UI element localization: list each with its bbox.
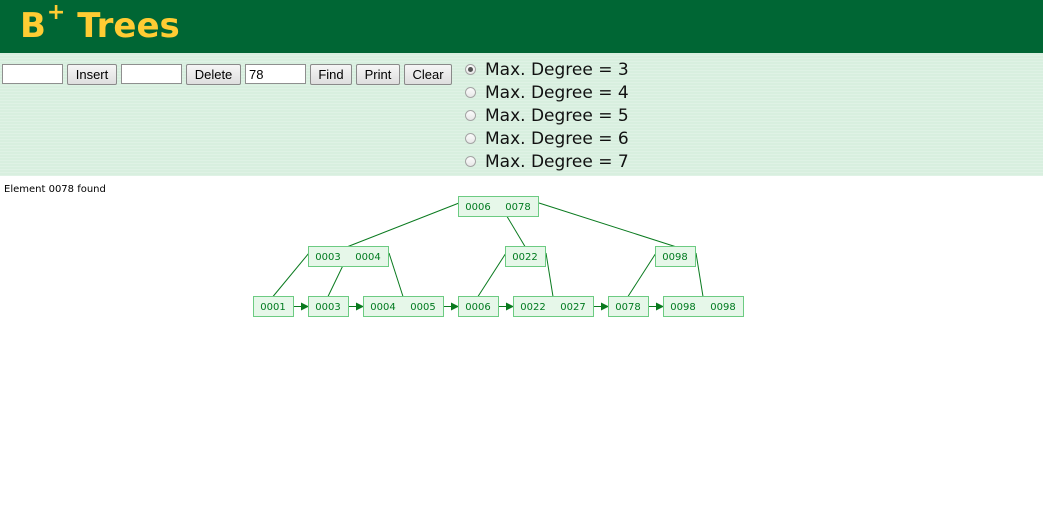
- tree-edge: [388, 252, 404, 297]
- degree-option-label: Max. Degree = 4: [485, 82, 629, 103]
- tree-node: 0006: [458, 296, 499, 317]
- tree-node: 0003 0004: [308, 246, 389, 267]
- title-rest: Trees: [65, 6, 180, 46]
- node-box: [608, 296, 649, 317]
- degree-option-5[interactable]: Max. Degree = 5: [465, 104, 629, 127]
- degree-option-3[interactable]: Max. Degree = 3: [465, 58, 629, 81]
- degree-option-4[interactable]: Max. Degree = 4: [465, 81, 629, 104]
- node-box: [655, 246, 696, 267]
- node-box: [458, 196, 539, 217]
- tree-edge: [347, 202, 460, 247]
- status-message: Element 0078 found: [4, 184, 106, 195]
- tree-node: 0022: [505, 246, 546, 267]
- degree-5-radio[interactable]: [465, 110, 476, 121]
- tree-node: 0078: [608, 296, 649, 317]
- delete-button[interactable]: Delete: [186, 64, 241, 85]
- tree-edge: [627, 252, 657, 297]
- degree-7-radio[interactable]: [465, 156, 476, 167]
- tree-node: 0098: [655, 246, 696, 267]
- node-key: 0004: [370, 302, 395, 313]
- app-header: B+ Trees: [0, 0, 1043, 53]
- node-key: 0006: [465, 302, 490, 313]
- tree-edge: [272, 252, 310, 297]
- page-title: B+ Trees: [20, 2, 180, 47]
- node-key: 0004: [355, 252, 380, 263]
- node-key: 0098: [670, 302, 695, 313]
- tree-edge: [477, 252, 507, 297]
- tree-node: 0004 0005: [363, 296, 444, 317]
- print-button[interactable]: Print: [356, 64, 400, 85]
- tree-node: 0006 0078: [458, 196, 539, 217]
- degree-option-7[interactable]: Max. Degree = 7: [465, 150, 629, 173]
- degree-6-radio[interactable]: [465, 133, 476, 144]
- degree-4-radio[interactable]: [465, 87, 476, 98]
- node-key: 0098: [710, 302, 735, 313]
- nodes-layer: 0006 0078 0003 0004 0022 0098 0001 0003 0004 0005…: [253, 196, 744, 317]
- node-box: [513, 296, 594, 317]
- insert-button[interactable]: Insert: [67, 64, 117, 85]
- node-box: [308, 246, 389, 267]
- degree-option-label: Max. Degree = 6: [485, 128, 629, 149]
- degree-option-label: Max. Degree = 7: [485, 151, 629, 172]
- node-key: 0022: [512, 252, 537, 263]
- tree-edge: [545, 252, 554, 297]
- node-box: [505, 246, 546, 267]
- tree-node: 0003: [308, 296, 349, 317]
- node-box: [363, 296, 444, 317]
- node-box: [663, 296, 744, 317]
- delete-input[interactable]: [121, 64, 182, 84]
- tree-node: 0001: [253, 296, 294, 317]
- node-key: 0078: [505, 202, 530, 213]
- find-button[interactable]: Find: [310, 64, 352, 85]
- node-key: 0005: [410, 302, 435, 313]
- degree-option-6[interactable]: Max. Degree = 6: [465, 127, 629, 150]
- tree-edge: [538, 202, 676, 247]
- degree-option-label: Max. Degree = 3: [485, 59, 629, 80]
- tree-node: 0098 0098: [663, 296, 744, 317]
- node-key: 0027: [560, 302, 585, 313]
- clear-button[interactable]: Clear: [404, 64, 452, 85]
- node-box: [458, 296, 499, 317]
- node-key: 0003: [315, 252, 340, 263]
- title-main: B: [20, 6, 46, 46]
- degree-3-radio[interactable]: [465, 64, 476, 75]
- find-input[interactable]: [245, 64, 306, 84]
- tree-node: 0022 0027: [513, 296, 594, 317]
- node-key: 0003: [315, 302, 340, 313]
- node-key: 0078: [615, 302, 640, 313]
- node-box: [253, 296, 294, 317]
- tree-edge: [695, 252, 704, 297]
- node-key: 0098: [662, 252, 687, 263]
- title-superscript: +: [46, 0, 66, 25]
- node-box: [308, 296, 349, 317]
- control-bar: Insert Delete Find Print Clear Max. Degr…: [0, 53, 1043, 176]
- insert-input[interactable]: [2, 64, 63, 84]
- node-key: 0006: [465, 202, 490, 213]
- node-key: 0022: [520, 302, 545, 313]
- node-key: 0001: [260, 302, 285, 313]
- degree-option-label: Max. Degree = 5: [485, 105, 629, 126]
